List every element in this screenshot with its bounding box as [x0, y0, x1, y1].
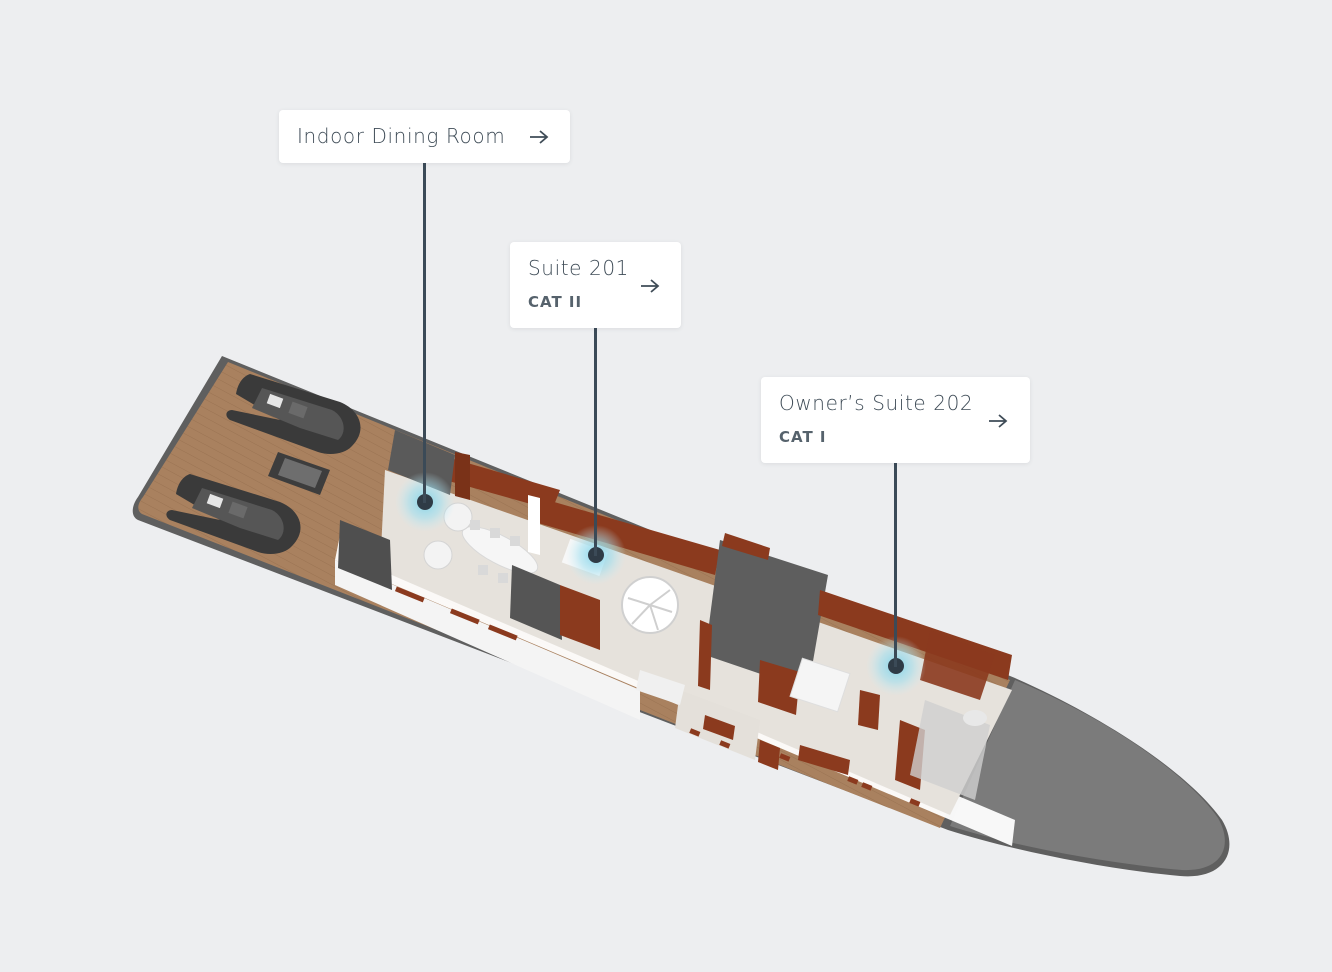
- tender-boat-2: [166, 474, 301, 554]
- leader-line-dining: [423, 163, 426, 503]
- arrow-right-icon: [530, 130, 549, 144]
- callout-indoor-dining-room[interactable]: Indoor Dining Room: [279, 110, 570, 163]
- callout-title: Indoor Dining Room: [297, 124, 506, 148]
- foredeck: [950, 680, 1225, 871]
- leader-line-suite-201: [594, 328, 597, 556]
- arrow-right-icon: [989, 414, 1008, 428]
- callout-category: CAT II: [528, 293, 583, 311]
- interior-floor: [380, 470, 1012, 815]
- leader-line-owners-suite: [894, 463, 897, 667]
- callout-title: Owner’s Suite 202: [779, 391, 974, 415]
- callout-suite-201[interactable]: Suite 201 CAT II: [510, 242, 681, 328]
- tender-boat-1: [226, 374, 361, 454]
- arrow-right-icon: [641, 279, 660, 293]
- callout-owners-suite-202[interactable]: Owner’s Suite 202 CAT I: [761, 377, 1030, 463]
- callout-category: CAT I: [779, 428, 827, 446]
- callout-title: Suite 201: [528, 256, 630, 280]
